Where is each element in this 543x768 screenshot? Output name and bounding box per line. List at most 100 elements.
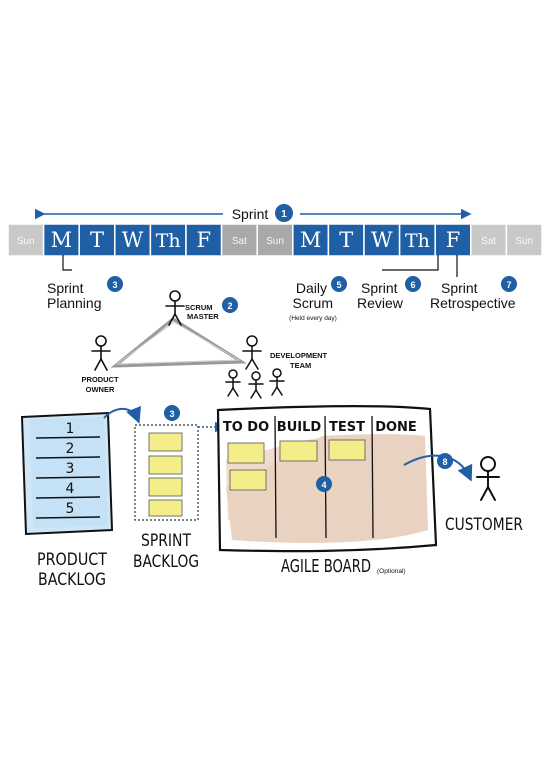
development-team-line2: TEAM — [290, 361, 311, 370]
sprint-card-1 — [148, 432, 183, 452]
day-label-7: Sun — [266, 236, 284, 247]
backlog-item-line-4 — [35, 516, 101, 519]
product-backlog-line2: BACKLOG — [38, 570, 106, 590]
day-cell-6 — [220, 223, 258, 257]
board-cards — [227, 439, 366, 491]
badge-7-circle — [501, 276, 517, 292]
sprint-card-3 — [148, 477, 183, 497]
dev-lead-figure — [242, 335, 262, 370]
day-label-8: M — [300, 228, 322, 252]
badge-3-planning: 3 — [112, 280, 117, 290]
badge-3-sprint: 3 — [169, 409, 174, 419]
product-backlog-line1: PRODUCT — [37, 550, 108, 570]
day-cell-11 — [398, 223, 436, 257]
daily-scrum-line2: Scrum — [293, 295, 333, 311]
daily-scrum-line1: Daily — [296, 280, 327, 296]
event-connectors — [62, 255, 458, 277]
dev-member-figure-3 — [269, 368, 285, 396]
sprint-retro-line2: Retrospective — [430, 295, 516, 311]
backlog-item-line-1 — [35, 456, 101, 459]
badge-6-circle — [405, 276, 421, 292]
backlog-item-line-2 — [35, 476, 101, 479]
dev-member-figure-2 — [248, 371, 264, 399]
badge-3-planning-circle — [107, 276, 123, 292]
sprint-card-2 — [148, 455, 183, 475]
day-cell-12 — [434, 223, 472, 257]
day-cell-8 — [292, 223, 330, 257]
sprint-bracket: Sprint 1 — [35, 204, 472, 222]
backlog-item-3: 4 — [66, 481, 75, 497]
backlog-item-4: 5 — [66, 501, 75, 517]
backlog-item-0: 1 — [66, 421, 75, 437]
development-team-label: DEVELOPMENT TEAM — [270, 351, 328, 370]
day-label-14: Sun — [515, 236, 533, 247]
sprint-backlog-line2: BACKLOG — [133, 552, 199, 572]
agile-board-note: (Optional) — [377, 568, 406, 575]
customer-figure — [476, 456, 500, 501]
day-label-3: W — [122, 228, 144, 252]
daily-scrum-event: Daily Scrum (Held every day) 5 — [289, 276, 347, 322]
backlog-item-line-0 — [35, 436, 101, 439]
scrum-master-label: SCRUM MASTER — [185, 303, 219, 321]
sprint-review-event: Sprint Review 6 — [357, 276, 421, 311]
product-backlog-label: PRODUCT BACKLOG — [37, 550, 108, 590]
sprint-label: Sprint — [232, 206, 269, 222]
backlog-item-1: 2 — [66, 441, 75, 457]
day-label-9: T — [339, 228, 353, 252]
sprint-backlog-line1: SPRINT — [141, 531, 191, 551]
scrum-master-figure — [165, 290, 185, 326]
board-column-header-1: BUILD — [277, 420, 322, 435]
sprint-planning-line1: Sprint — [47, 280, 84, 296]
badge-1: 1 — [281, 209, 287, 220]
day-label-12: F — [446, 228, 461, 252]
day-label-13: Sat — [481, 236, 496, 247]
product-owner-line2: OWNER — [86, 385, 115, 394]
day-label-2: T — [90, 228, 104, 252]
sprint-retrospective-event: Sprint Retrospective 7 — [430, 276, 517, 311]
daily-scrum-note: (Held every day) — [289, 315, 337, 322]
development-team-line1: DEVELOPMENT — [270, 351, 328, 360]
day-label-0: Sun — [17, 236, 35, 247]
board-column-header-0: TO DO — [223, 420, 269, 435]
product-owner-figure — [91, 335, 111, 371]
sprint-planning-event: Sprint Planning 3 — [47, 276, 123, 311]
badge-5-circle — [331, 276, 347, 292]
badge-2: 2 — [227, 301, 232, 311]
sprint-backlog: 3 — [134, 405, 199, 521]
sprint-backlog-label: SPRINT BACKLOG — [133, 531, 199, 572]
sprint-backlog-cards — [148, 432, 183, 517]
day-cell-7 — [256, 223, 294, 257]
arrow-backlog-to-sprint — [103, 405, 141, 424]
todo-card-2 — [229, 469, 267, 491]
sprint-review-line2: Review — [357, 295, 404, 311]
backlog-item-line-3 — [35, 496, 101, 499]
day-cell-14 — [505, 223, 543, 257]
product-owner-label: PRODUCT OWNER — [81, 375, 119, 394]
customer-label: CUSTOMER — [445, 515, 523, 535]
day-label-11: Th — [405, 230, 430, 252]
day-cell-9 — [327, 223, 365, 257]
day-cell-0 — [7, 223, 45, 257]
todo-card-1 — [227, 442, 265, 464]
sprint-review-line1: Sprint — [361, 280, 398, 296]
development-team-figures — [225, 335, 285, 399]
product-owner-line1: PRODUCT — [81, 375, 119, 384]
build-card-1 — [279, 440, 318, 462]
badge-4: 4 — [321, 480, 326, 490]
sprint-card-4 — [148, 499, 183, 517]
day-label-6: Sat — [232, 236, 247, 247]
day-label-4: Th — [156, 230, 181, 252]
agile-board-title: AGILE BOARD — [281, 556, 371, 577]
day-label-10: W — [371, 228, 393, 252]
badge-7: 7 — [506, 280, 511, 290]
badge-6: 6 — [410, 280, 415, 290]
day-label-5: F — [197, 228, 212, 252]
sprint-retro-line1: Sprint — [441, 280, 478, 296]
badge-1-circle — [275, 204, 293, 222]
day-cell-13 — [470, 223, 508, 257]
dev-member-figure-1 — [225, 369, 241, 397]
